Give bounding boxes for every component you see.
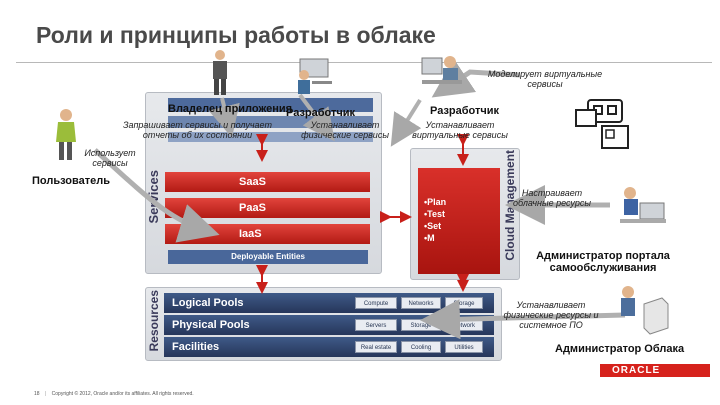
note-model-vs: Моделирует виртуальные сервисы: [487, 69, 603, 89]
developer2-figure: [421, 56, 462, 84]
arrow-modeler-to-services: [431, 58, 521, 98]
role-developer-1: Разработчик: [286, 107, 356, 119]
role-cloud-admin: Администратор Облака: [555, 343, 685, 355]
cloud-mgmt-box: •Plan •Test •Set •M: [418, 168, 500, 274]
chip-cooling: Cooling: [401, 341, 441, 353]
copyright: Copyright © 2012, Oracle and/or its affi…: [51, 391, 194, 397]
chip-servers: Servers: [355, 319, 397, 331]
developer1-figure: [298, 58, 332, 94]
portal-admin-figure: [620, 187, 666, 223]
title-divider: [16, 62, 712, 63]
cloud-admin-figure: [621, 286, 669, 335]
page-number: 18: [34, 391, 40, 397]
chip-real-estate: Real estate: [355, 341, 397, 353]
cm-item-test: •Test: [424, 209, 445, 219]
page-title: Роли и принципы работы в облаке: [36, 22, 436, 48]
user-figure: [56, 109, 76, 160]
note-request-services: Запрашивает сервисы и получает отчеты об…: [123, 120, 272, 140]
note-install-resources: Устанавливает физические ресурсы и систе…: [503, 300, 599, 330]
note-install-physical: Устанавливает физические сервисы: [301, 120, 389, 140]
app-owner-figure: [213, 50, 227, 95]
saas-bar: SaaS: [165, 172, 370, 192]
oracle-logo: ORACLE: [612, 365, 661, 376]
arrow-cloud-admin: [420, 299, 626, 340]
cm-item-plan: •Plan: [424, 197, 447, 207]
note-uses-services: Использует сервисы: [84, 148, 136, 168]
deployable-entities: Deployable Entities: [168, 250, 368, 264]
role-developer-2: Разработчик: [430, 105, 500, 117]
chip-compute: Compute: [355, 297, 397, 309]
service-interface-strip-3: [168, 132, 373, 142]
cm-item-set: •Set: [424, 221, 442, 231]
oracle-bar: [600, 364, 710, 377]
role-portal-admin: Администратор портала самообслуживания: [536, 250, 670, 274]
arrow-user-to-services: [93, 148, 220, 243]
role-user: Пользователь: [32, 175, 111, 187]
note-install-virtual: Устанавливает виртуальные сервисы: [412, 120, 508, 140]
arrow-owner-to-services: [208, 97, 240, 138]
chip-utilities: Utilities: [445, 341, 483, 353]
arrow-dev1-to-services: [298, 93, 335, 142]
virtual-services-icon: [575, 99, 629, 149]
role-app-owner: Владелец приложения: [168, 103, 293, 115]
cm-item-m: •M: [424, 233, 435, 243]
arrow-dev2-to-services: [390, 98, 422, 147]
footer: 18 | Copyright © 2012, Oracle and/or its…: [34, 391, 194, 397]
note-configures-resources: Настраивает облачные ресурсы: [512, 188, 592, 208]
